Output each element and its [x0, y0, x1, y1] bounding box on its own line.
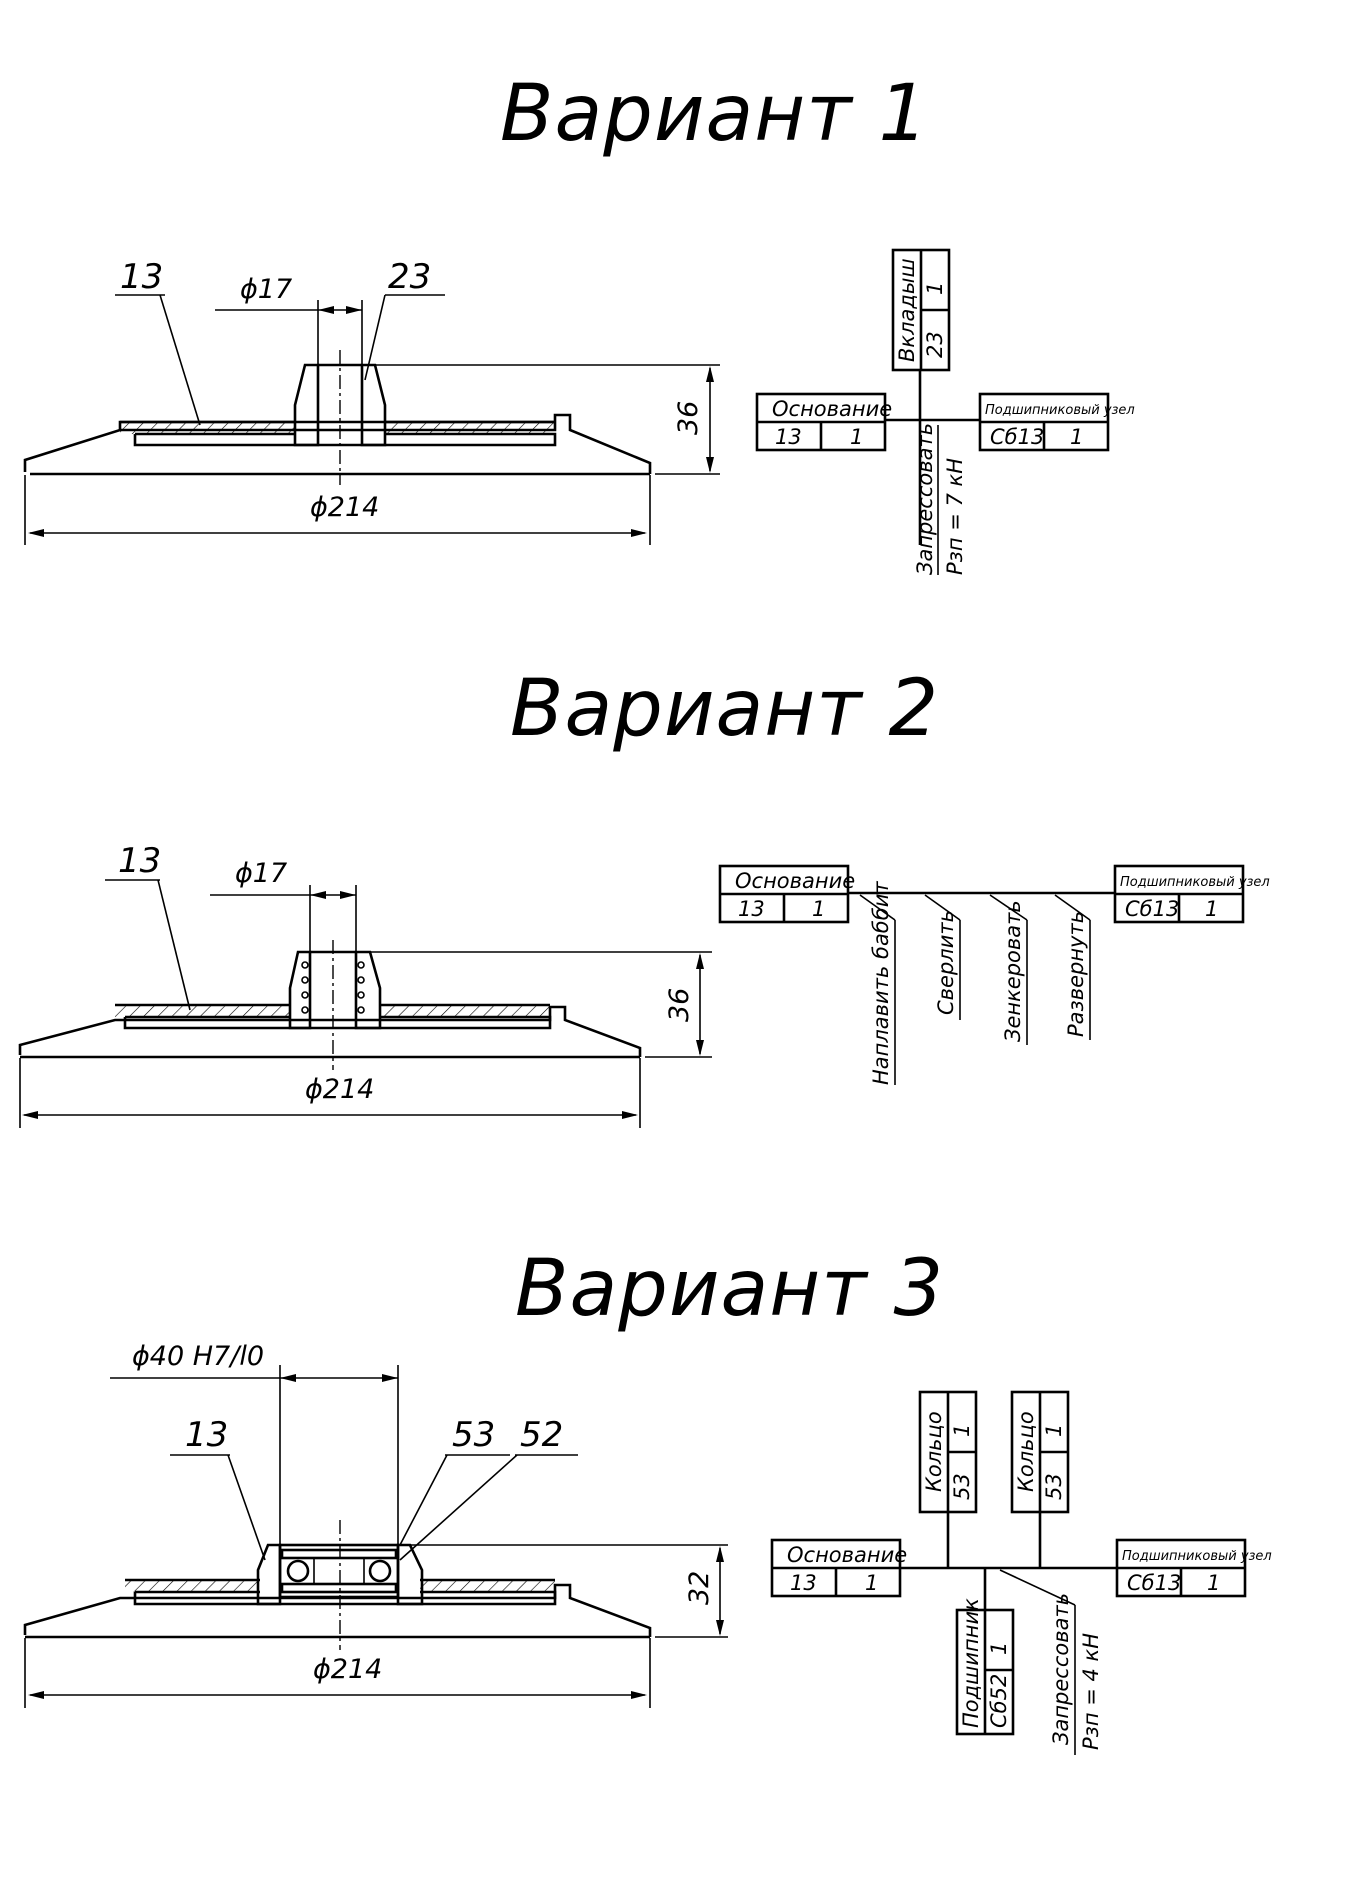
- operation-deposit-babbit: Наплавить баббит: [859, 881, 896, 1085]
- svg-text:Подшипник: Подшипник: [959, 1598, 983, 1728]
- svg-text:Кольцо: Кольцо: [922, 1411, 946, 1492]
- height-dimension: 36: [673, 401, 704, 435]
- ring-block-2: Кольцо 53 1: [1010, 1390, 1070, 1514]
- variant-2-title: Вариант 2: [510, 664, 939, 754]
- svg-text:Сб13: Сб13: [1127, 1571, 1181, 1595]
- svg-text:Наплавить баббит: Наплавить баббит: [869, 881, 893, 1085]
- bearing-block: Подшипник Сб52 1: [955, 1598, 1015, 1736]
- svg-text:13: 13: [790, 1571, 817, 1595]
- bore-dimension: ϕ17: [235, 858, 287, 889]
- svg-text:Вкладыш: Вкладыш: [895, 258, 919, 362]
- variant-2: Вариант 2 ϕ214: [18, 664, 1270, 1128]
- result-block: Подшипниковый узел Сб13 1: [978, 392, 1135, 452]
- svg-text:13: 13: [738, 897, 765, 921]
- bore-dimension: ϕ17: [240, 274, 292, 305]
- bearing-housing: [256, 1543, 282, 1606]
- svg-text:Кольцо: Кольцо: [1014, 1411, 1038, 1492]
- ring-block-1: Кольцо 53 1: [918, 1390, 978, 1514]
- babbitt-layer: [301, 961, 365, 1014]
- svg-text:Запрессовать: Запрессовать: [1049, 1593, 1073, 1745]
- variant-1: Вариант 1 ϕ214: [23, 69, 1135, 575]
- base-block: Основание 13 1: [755, 392, 892, 452]
- svg-text:1: 1: [950, 1424, 974, 1437]
- part-label-13: 13: [185, 1415, 228, 1455]
- operation-countersink: Зенкеровать: [989, 894, 1028, 1045]
- svg-text:Подшипниковый узел: Подшипниковый узел: [1122, 1549, 1272, 1564]
- svg-text:Сб52: Сб52: [987, 1674, 1011, 1728]
- variant-2-part-drawing: ϕ214 36 ϕ17 13: [18, 841, 712, 1128]
- part-label-53: 53: [452, 1415, 495, 1455]
- result-block: Подшипниковый узел Сб13 1: [1113, 864, 1270, 924]
- variant-1-assembly-scheme: Основание 13 1 Подшипниковый узел Сб13 1…: [755, 248, 1135, 575]
- svg-text:1: 1: [1207, 1571, 1220, 1595]
- operation-press-fit: Запрессовать Pзп = 7 кН: [913, 423, 967, 575]
- boss: [288, 950, 312, 1030]
- height-dimension: 36: [664, 988, 695, 1022]
- part-label-23: 23: [388, 257, 431, 297]
- svg-text:1: 1: [865, 1571, 878, 1595]
- svg-text:Подшипниковый узел: Подшипниковый узел: [985, 403, 1135, 418]
- svg-text:Основание: Основание: [787, 1543, 907, 1567]
- svg-text:Сб13: Сб13: [1125, 897, 1179, 921]
- svg-text:1: 1: [850, 425, 863, 449]
- result-block: Подшипниковый узел Сб13 1: [1115, 1538, 1272, 1598]
- operation-press-fit: Запрессовать Pзп = 4 кН: [999, 1569, 1103, 1755]
- svg-text:Pзп = 4 кН: Pзп = 4 кН: [1079, 1633, 1103, 1750]
- svg-text:1: 1: [1205, 897, 1218, 921]
- svg-text:Развернуть: Развернуть: [1064, 911, 1088, 1037]
- base-block: Основание 13 1: [718, 864, 855, 924]
- svg-text:Сб13: Сб13: [990, 425, 1044, 449]
- bearing: [278, 1543, 400, 1599]
- svg-text:53: 53: [950, 1473, 974, 1500]
- operation-ream: Развернуть: [1054, 894, 1091, 1040]
- svg-text:13: 13: [775, 425, 802, 449]
- svg-text:Подшипниковый узел: Подшипниковый узел: [1120, 875, 1270, 890]
- part-label-52: 52: [520, 1415, 563, 1455]
- width-dimension: ϕ214: [310, 492, 379, 523]
- svg-text:1: 1: [1070, 425, 1083, 449]
- svg-text:1: 1: [1042, 1424, 1066, 1437]
- variant-3-title: Вариант 3: [515, 1244, 944, 1334]
- svg-text:Сверлить: Сверлить: [934, 910, 958, 1015]
- svg-text:23: 23: [923, 331, 947, 358]
- variant-3-part-drawing: ϕ214 32 ϕ40 H7/l0 13 53 52: [23, 1341, 728, 1708]
- height-dimension: 32: [684, 1571, 715, 1605]
- fit-dimension: ϕ40 H7/l0: [132, 1341, 264, 1372]
- variant-1-title: Вариант 1: [500, 69, 929, 159]
- top-plate: [120, 422, 295, 434]
- svg-text:53: 53: [1042, 1473, 1066, 1500]
- variant-1-part-drawing: ϕ214 36 ϕ17 13 23: [23, 257, 720, 545]
- width-dimension: ϕ214: [313, 1654, 382, 1685]
- svg-text:1: 1: [923, 282, 947, 295]
- insert-block: Вкладыш 23 1: [891, 248, 951, 372]
- svg-text:1: 1: [812, 897, 825, 921]
- svg-text:Pзп = 7 кН: Pзп = 7 кН: [943, 458, 967, 575]
- svg-text:Основание: Основание: [735, 869, 855, 893]
- base-block: Основание 13 1: [770, 1538, 907, 1598]
- variant-3: Вариант 3 ϕ214: [23, 1244, 1272, 1755]
- part-label-13: 13: [118, 841, 161, 881]
- part-label-13: 13: [120, 257, 163, 297]
- svg-text:Зенкеровать: Зенкеровать: [1001, 900, 1025, 1042]
- operation-drill: Сверлить: [924, 894, 961, 1020]
- svg-text:1: 1: [987, 1642, 1011, 1655]
- svg-text:Основание: Основание: [772, 397, 892, 421]
- boss: [293, 363, 320, 447]
- width-dimension: ϕ214: [305, 1074, 374, 1105]
- variant-2-assembly-scheme: Основание 13 1 Подшипниковый узел Сб13 1…: [718, 864, 1270, 1085]
- svg-text:Запрессовать: Запрессовать: [913, 423, 937, 575]
- base-outline: [23, 413, 652, 474]
- variant-3-assembly-scheme: Основание 13 1 Подшипниковый узел Сб13 1…: [770, 1390, 1272, 1755]
